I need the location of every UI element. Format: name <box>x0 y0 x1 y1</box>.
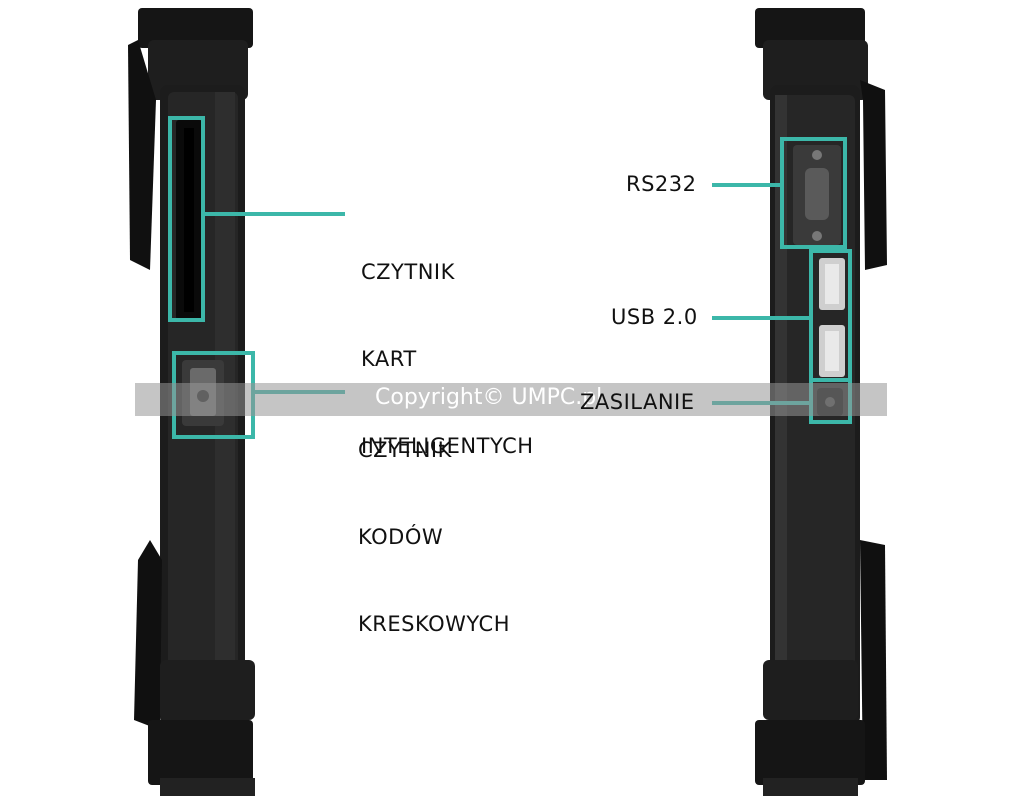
usb-label: USB 2.0 <box>611 305 698 329</box>
card-reader-highlight <box>168 116 205 322</box>
watermark-band: Copyright© UMPC.pl <box>135 383 887 416</box>
rs232-label: RS232 <box>626 172 697 196</box>
rs232-line <box>712 183 780 187</box>
power-divider <box>809 378 852 382</box>
power-label: ZASILANIE <box>580 390 695 414</box>
usb-line <box>712 316 809 320</box>
watermark-text: Copyright© UMPC.pl <box>375 385 603 410</box>
usb-power-highlight <box>809 249 852 424</box>
rs232-highlight <box>780 137 847 249</box>
card-reader-line <box>205 212 345 216</box>
barcode-reader-label: CZYTNIK KODÓW KRESKOWYCH <box>358 438 511 636</box>
card-reader-label: CZYTNIK KART INTELIGENTYCH <box>361 260 534 458</box>
